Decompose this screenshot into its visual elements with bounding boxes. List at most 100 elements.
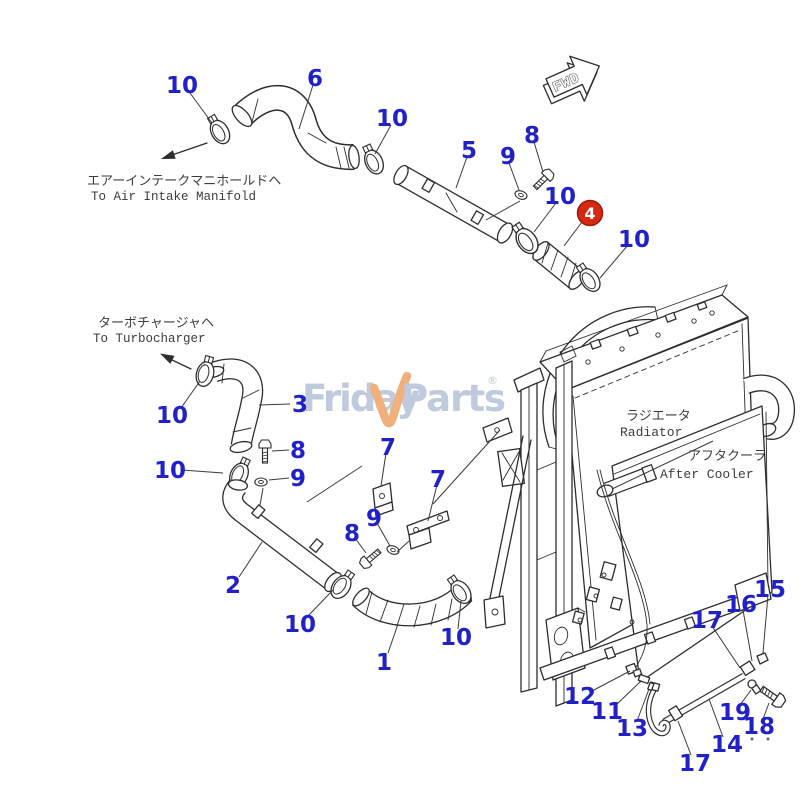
callout-number: 4 xyxy=(584,204,595,223)
hose-4 xyxy=(532,241,586,290)
callout-12: 12 xyxy=(564,670,631,710)
callout-leader xyxy=(591,670,631,692)
bolt-13 xyxy=(647,681,655,692)
label-after-cooler: アフタクーラ After Cooler xyxy=(611,440,766,490)
diagonal-strut xyxy=(483,435,532,629)
label-air-intake: エアーインテークマニホールドヘ To Air Intake Manifold xyxy=(87,174,281,204)
callout-number: 10 xyxy=(156,403,188,429)
callout-number: 10 xyxy=(154,458,186,484)
callout-7: 7 xyxy=(380,435,396,487)
arrow-to-air-intake xyxy=(161,142,208,159)
washer-9-a xyxy=(513,188,529,202)
elbow-hose-3 xyxy=(203,358,264,454)
label-turbocharger: ターボチャージャヘ To Turbocharger xyxy=(93,316,214,346)
callout-4-highlighted: 4 xyxy=(563,199,604,247)
callout-leader xyxy=(455,156,468,189)
callout-number: 9 xyxy=(366,506,382,532)
bracket-7-b xyxy=(406,510,450,550)
callout-number: 10 xyxy=(618,227,650,253)
callout-leader xyxy=(354,537,367,554)
callout-leader xyxy=(762,702,770,720)
callout-8: 8 xyxy=(344,521,367,554)
plug-19 xyxy=(747,679,762,695)
callout-leader xyxy=(268,477,290,481)
callout-number: 10 xyxy=(284,612,316,638)
callout-leader xyxy=(189,92,213,124)
callout-leader xyxy=(742,609,753,662)
callout-number: 8 xyxy=(524,123,540,149)
callout-number: 5 xyxy=(461,138,477,164)
callout-leader xyxy=(636,688,650,722)
callout-leader xyxy=(457,600,462,630)
watermark-registered: ® xyxy=(487,374,498,387)
callout-15: 15 xyxy=(754,577,786,654)
frame-wing-bracket xyxy=(482,417,513,443)
callout-number: 10 xyxy=(440,625,472,651)
label-after-cooler-en: After Cooler xyxy=(660,467,754,482)
callout-1: 1 xyxy=(376,623,399,676)
after-cooler-leader xyxy=(611,440,714,490)
callout-number: 16 xyxy=(725,592,757,618)
callout-13: 13 xyxy=(616,688,650,742)
assembly-line xyxy=(396,540,410,553)
callout-16: 16 xyxy=(725,592,757,662)
overflow-wire xyxy=(596,469,648,668)
clamp-10-b xyxy=(358,141,388,178)
label-after-cooler-jp: アフタクーラ xyxy=(688,449,766,464)
callout-leader xyxy=(508,162,520,191)
callout-10: 10 xyxy=(166,73,213,124)
callout-leader xyxy=(271,449,290,452)
callout-leader xyxy=(739,689,752,706)
label-radiator-jp: ラジエータ xyxy=(626,409,691,424)
callout-8: 8 xyxy=(271,438,306,464)
pipe-clamp-17 xyxy=(667,705,684,722)
hook-tube-17 xyxy=(645,681,671,737)
callout-10: 10 xyxy=(440,600,472,651)
callout-leader xyxy=(762,594,769,654)
callout-number: 10 xyxy=(544,184,576,210)
callout-leader xyxy=(380,452,387,487)
lower-right-foot xyxy=(734,572,772,612)
callout-number: 9 xyxy=(290,466,306,492)
callout-11: 11 xyxy=(591,680,642,725)
callout-leader xyxy=(533,141,544,173)
callout-leader xyxy=(376,522,391,547)
callout-leader xyxy=(374,124,392,155)
callout-leader xyxy=(258,403,291,406)
label-radiator-en: Radiator xyxy=(620,425,682,440)
assembly-line xyxy=(485,200,521,221)
callout-17: 17 xyxy=(691,608,741,669)
callout-number: 15 xyxy=(754,577,786,603)
callout-leader xyxy=(387,623,399,654)
callout-9: 9 xyxy=(366,506,391,547)
watermark-logo: Friday Parts ® xyxy=(302,371,506,428)
bracket-7-a xyxy=(372,482,394,517)
phantom-line xyxy=(432,429,501,505)
callout-number: 7 xyxy=(380,435,396,461)
callout-leader xyxy=(599,244,629,279)
hose-6 xyxy=(231,85,360,171)
callout-leader xyxy=(533,202,557,233)
callout-3: 3 xyxy=(258,392,308,418)
callout-number: 18 xyxy=(743,714,775,740)
callout-5: 5 xyxy=(455,138,477,189)
watermark-parts: Parts xyxy=(401,377,505,420)
arrow-to-turbocharger xyxy=(160,353,192,370)
callout-10: 10 xyxy=(533,184,576,233)
label-radiator: ラジエータ Radiator xyxy=(620,409,691,440)
overflow-wire-2 xyxy=(599,469,651,625)
callout-number: 6 xyxy=(307,66,323,92)
watermark-checkmark xyxy=(369,371,412,428)
callout-leader xyxy=(306,589,334,618)
callout-number: 8 xyxy=(344,521,360,547)
label-turbocharger-jp: ターボチャージャヘ xyxy=(98,316,214,331)
callout-leader xyxy=(181,469,224,474)
callout-number: 1 xyxy=(376,650,392,676)
callout-10: 10 xyxy=(154,458,224,484)
callout-leader xyxy=(563,221,583,247)
callout-10: 10 xyxy=(156,380,201,429)
callout-leader xyxy=(708,698,724,738)
callout-9: 9 xyxy=(268,466,306,492)
